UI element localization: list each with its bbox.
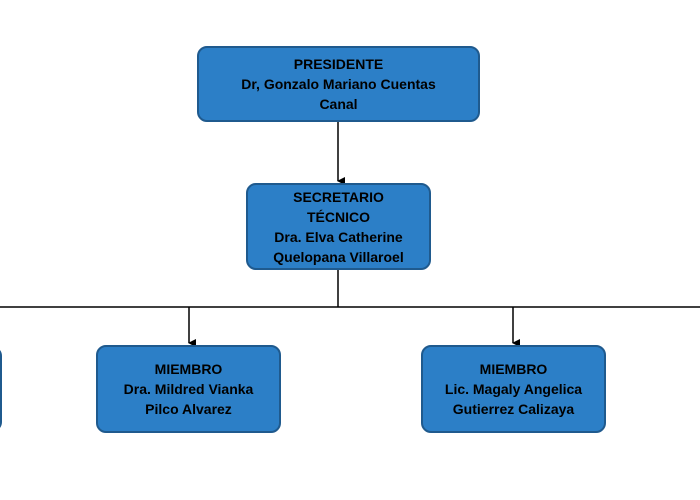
secretario-name-line1: Dra. Elva Catherine (274, 228, 403, 245)
miembro-box-2: MIEMBRO Lic. Magaly Angelica Gutierrez C… (421, 345, 606, 433)
presidente-name-line1: Dr, Gonzalo Mariano Cuentas (241, 76, 436, 92)
secretario-role-line1: SECRETARIO (293, 188, 384, 205)
secretario-name-line2: Quelopana Villaroel (273, 248, 404, 265)
presidente-box: PRESIDENTE Dr, Gonzalo Mariano Cuentas C… (197, 46, 480, 122)
miembro-1-role: MIEMBRO (154, 361, 223, 377)
presidente-role: PRESIDENTE (293, 56, 384, 72)
secretario-box: SECRETARIO TÉCNICO Dra. Elva Catherine Q… (246, 183, 431, 270)
miembro-2-name-line2: Gutierrez Calizaya (452, 401, 575, 417)
miembro-2-name-line1: Lic. Magaly Angelica (444, 381, 583, 397)
presidente-name-line2: Canal (319, 96, 358, 112)
miembro-box-1: MIEMBRO Dra. Mildred Vianka Pilco Alvare… (96, 345, 281, 433)
miembro-1-name-line2: Pilco Alvarez (145, 401, 232, 417)
secretario-role-line2: TÉCNICO (307, 208, 370, 225)
miembro-box-left-partial (0, 346, 2, 432)
miembro-1-name-line1: Dra. Mildred Vianka (123, 381, 254, 397)
miembro-2-role: MIEMBRO (479, 361, 548, 377)
